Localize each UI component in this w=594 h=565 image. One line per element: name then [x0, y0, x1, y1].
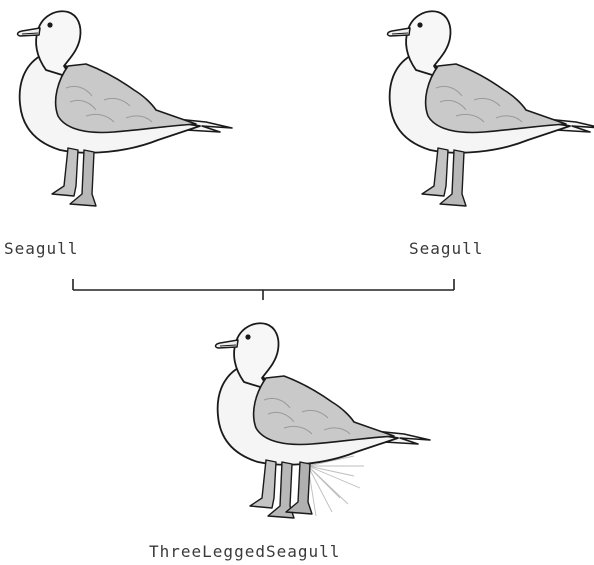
seagull-right-icon — [386, 10, 594, 207]
seagull-left-icon — [16, 10, 233, 207]
third-leg-icon — [285, 461, 313, 515]
three-legged-seagull-icon — [214, 322, 431, 519]
parent-right-label: Seagull — [409, 239, 484, 258]
parent-left-label: Seagull — [4, 239, 79, 258]
child-label: ThreeLeggedSeagull — [149, 542, 341, 561]
inheritance-connector — [72, 279, 455, 300]
